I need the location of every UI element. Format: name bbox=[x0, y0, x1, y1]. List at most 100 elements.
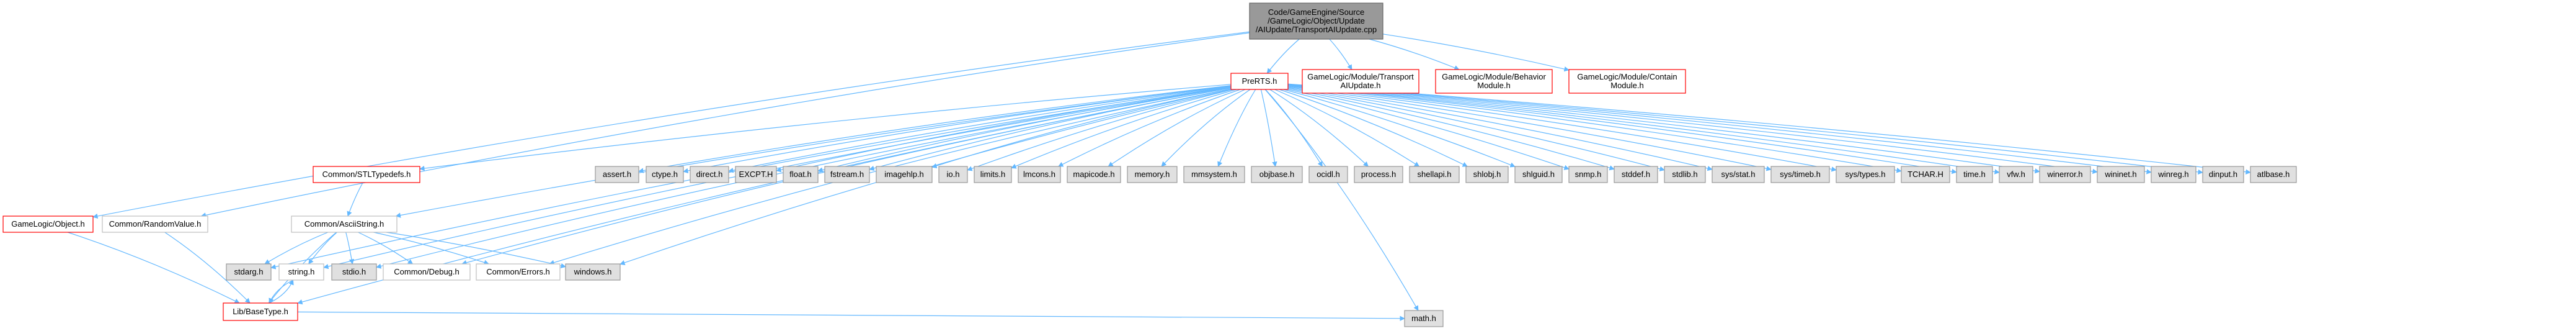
node-time[interactable]: time.h bbox=[1956, 166, 1993, 183]
node-common-stltypedefs[interactable]: Common/STLTypedefs.h bbox=[313, 166, 420, 183]
node-limits[interactable]: limits.h bbox=[974, 166, 1012, 183]
node-limits-label: limits.h bbox=[980, 170, 1005, 179]
node-atlbase[interactable]: atlbase.h bbox=[2250, 166, 2297, 183]
node-common-random[interactable]: Common/RandomValue.h bbox=[102, 215, 208, 233]
node-mmsystem[interactable]: mmsystem.h bbox=[1183, 166, 1245, 183]
node-stdarg[interactable]: stdarg.h bbox=[226, 263, 272, 281]
node-sys-timeb[interactable]: sys/timeb.h bbox=[1770, 166, 1830, 183]
node-prerts[interactable]: PreRTS.h bbox=[1230, 73, 1289, 90]
node-gl-object-label: GameLogic/Object.h bbox=[11, 219, 85, 229]
edge-prerts-to-float bbox=[817, 86, 1232, 173]
node-common-debug[interactable]: Common/Debug.h bbox=[383, 263, 471, 281]
node-windows-label: windows.h bbox=[574, 267, 612, 276]
node-windows[interactable]: windows.h bbox=[565, 263, 621, 281]
node-assert-label: assert.h bbox=[603, 170, 631, 179]
edge-string-to-lib-basetype bbox=[269, 279, 293, 304]
edge-prerts-to-ocidl bbox=[1265, 89, 1323, 167]
node-stddef[interactable]: stddef.h bbox=[1614, 166, 1658, 183]
edge-common-ascii-to-stdio bbox=[345, 232, 355, 265]
node-stdlib[interactable]: stdlib.h bbox=[1664, 166, 1706, 183]
node-gl-transport-box bbox=[1302, 69, 1419, 94]
node-shlobj-label: shlobj.h bbox=[1473, 170, 1501, 179]
node-winerror[interactable]: winerror.h bbox=[2039, 166, 2091, 183]
node-shlguid[interactable]: shlguid.h bbox=[1514, 166, 1563, 183]
node-shellapi[interactable]: shellapi.h bbox=[1409, 166, 1460, 183]
node-common-debug-box bbox=[383, 263, 471, 281]
node-math[interactable]: math.h bbox=[1404, 310, 1444, 327]
node-lmcons[interactable]: lmcons.h bbox=[1018, 166, 1061, 183]
edge-lib-basetype-to-math bbox=[297, 311, 1405, 321]
edge-prerts-to-dinput bbox=[1287, 83, 2203, 175]
node-tchar[interactable]: TCHAR.H bbox=[1901, 166, 1950, 183]
node-memory[interactable]: memory.h bbox=[1127, 166, 1178, 183]
node-common-ascii[interactable]: Common/AsciiString.h bbox=[291, 215, 398, 233]
node-direct[interactable]: direct.h bbox=[690, 166, 729, 183]
node-gl-contain-box bbox=[1568, 69, 1686, 94]
edge-prerts-to-shellapi bbox=[1274, 89, 1420, 167]
edge-common-random-to-lib-basetype bbox=[164, 232, 251, 304]
node-atlbase-label: atlbase.h bbox=[2257, 170, 2290, 179]
edge-root-to-common-random bbox=[200, 32, 1250, 218]
node-snmp[interactable]: snmp.h bbox=[1568, 166, 1608, 183]
edge-prerts-to-shlobj bbox=[1279, 89, 1468, 167]
node-sys-types[interactable]: sys/types.h bbox=[1836, 166, 1895, 183]
node-common-errors[interactable]: Common/Errors.h bbox=[476, 263, 561, 281]
node-time-label: time.h bbox=[1963, 170, 1985, 179]
node-lib-basetype-label: Lib/BaseType.h bbox=[233, 307, 288, 316]
edge-prerts-to-winerror bbox=[1287, 84, 2040, 174]
edge-prerts-to-fstream bbox=[869, 87, 1232, 171]
edge-root-to-gl-transport bbox=[1329, 39, 1352, 70]
edge-prerts-to-excpt bbox=[776, 86, 1232, 173]
node-float-label: float.h bbox=[789, 170, 811, 179]
node-fstream[interactable]: fstream.h bbox=[824, 166, 870, 183]
node-snmp-label: snmp.h bbox=[1575, 170, 1602, 179]
node-gl-contain-label: GameLogic/Module/Contain bbox=[1577, 72, 1677, 81]
node-gl-object[interactable]: GameLogic/Object.h bbox=[2, 215, 94, 233]
node-assert[interactable]: assert.h bbox=[595, 166, 639, 183]
node-imagehlp[interactable]: imagehlp.h bbox=[876, 166, 933, 183]
node-wininet[interactable]: wininet.h bbox=[2097, 166, 2145, 183]
node-lib-basetype[interactable]: Lib/BaseType.h bbox=[223, 302, 298, 321]
node-excpt[interactable]: EXCPT.H bbox=[735, 166, 777, 183]
node-ocidl-box bbox=[1308, 166, 1348, 183]
node-objbase[interactable]: objbase.h bbox=[1251, 166, 1303, 183]
node-shlobj[interactable]: shlobj.h bbox=[1465, 166, 1509, 183]
node-prerts-label: PreRTS.h bbox=[1242, 76, 1277, 86]
node-mapicode[interactable]: mapicode.h bbox=[1067, 166, 1121, 183]
edge-prerts-to-vfw bbox=[1287, 84, 2000, 175]
node-dinput[interactable]: dinput.h bbox=[2202, 166, 2244, 183]
node-process[interactable]: process.h bbox=[1354, 166, 1403, 183]
node-tchar-label: TCHAR.H bbox=[1908, 170, 1943, 179]
node-limits-box bbox=[974, 166, 1012, 183]
node-sys-timeb-label: sys/timeb.h bbox=[1780, 170, 1821, 179]
node-gl-transport[interactable]: GameLogic/Module/TransportAIUpdate.h bbox=[1302, 69, 1419, 94]
node-io-label: io.h bbox=[947, 170, 960, 179]
node-float[interactable]: float.h bbox=[783, 166, 819, 183]
node-ctype[interactable]: ctype.h bbox=[646, 166, 684, 183]
node-ocidl[interactable]: ocidl.h bbox=[1308, 166, 1348, 183]
node-gl-behavior-box bbox=[1435, 69, 1553, 94]
node-sys-stat[interactable]: sys/stat.h bbox=[1712, 166, 1765, 183]
node-winreg[interactable]: winreg.h bbox=[2151, 166, 2196, 183]
node-windows-box bbox=[565, 263, 621, 281]
node-process-label: process.h bbox=[1361, 170, 1396, 179]
node-root[interactable]: Code/GameEngine/Source/GameLogic/Object/… bbox=[1249, 2, 1383, 40]
node-stdio[interactable]: stdio.h bbox=[331, 263, 377, 281]
node-io[interactable]: io.h bbox=[938, 166, 968, 183]
node-mmsystem-label: mmsystem.h bbox=[1191, 170, 1237, 179]
node-vfw[interactable]: vfw.h bbox=[1999, 166, 2033, 183]
node-string[interactable]: string.h bbox=[278, 263, 324, 281]
edge-prerts-to-memory bbox=[1161, 89, 1251, 167]
node-gl-contain-label: Module.h bbox=[1610, 81, 1643, 90]
nodes: Code/GameEngine/Source/GameLogic/Object/… bbox=[2, 2, 2297, 327]
node-wininet-label: wininet.h bbox=[2104, 170, 2136, 179]
edge-prerts-to-assert bbox=[638, 85, 1232, 173]
node-winreg-label: winreg.h bbox=[2157, 170, 2188, 179]
node-mapicode-box bbox=[1067, 166, 1121, 183]
edge-common-ascii-to-common-errors bbox=[373, 232, 489, 265]
node-winerror-label: winerror.h bbox=[2046, 170, 2082, 179]
node-mmsystem-box bbox=[1183, 166, 1245, 183]
